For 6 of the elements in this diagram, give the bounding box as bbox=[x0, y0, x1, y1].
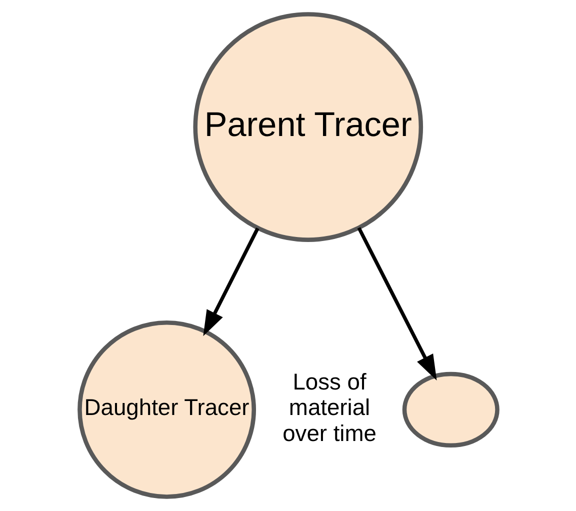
node-circle: Parent Tracer bbox=[192, 12, 423, 242]
node-circle: Daughter Tracer bbox=[77, 320, 256, 499]
node-label: Loss of material over time bbox=[282, 368, 376, 446]
arrow bbox=[202, 227, 259, 336]
node-ellipses bbox=[402, 372, 499, 448]
arrow bbox=[356, 227, 436, 381]
